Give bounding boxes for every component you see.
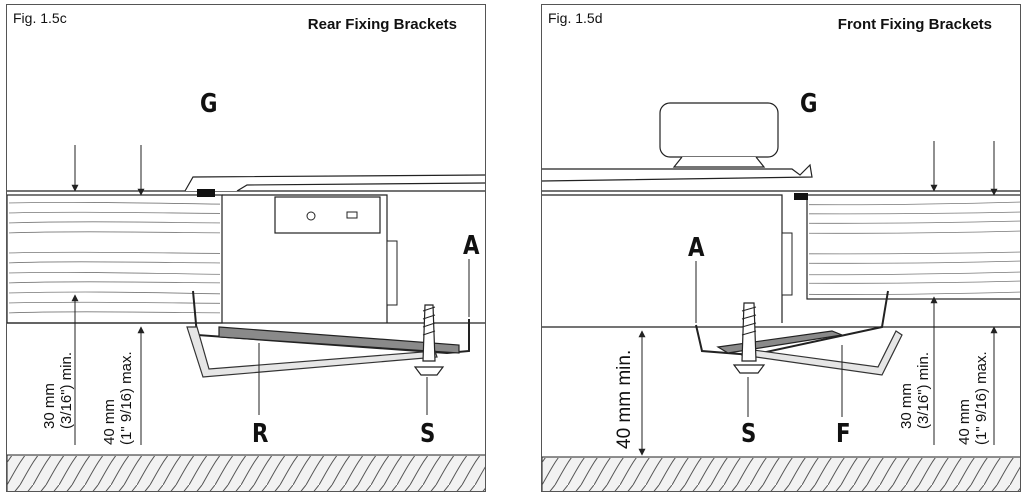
bracket-arm-a: [192, 290, 470, 355]
screw-head: [413, 366, 445, 376]
wood-grain: [9, 197, 220, 321]
side-hinge: [386, 240, 398, 306]
side-hinge: [781, 232, 793, 296]
dim-min-text: 30 mm (3/16") min.: [898, 352, 932, 429]
front-fixing-panel: Fig. 1.5d Front Fixing Brackets G A S F …: [541, 4, 1021, 492]
dim-max-line1: 40 mm: [101, 399, 118, 445]
label-f: F: [836, 419, 851, 449]
panel-title: Front Fixing Brackets: [837, 16, 992, 33]
label-g: G: [200, 89, 218, 119]
screw-thread: [422, 306, 436, 336]
dim-clearance-text: 40 mm min.: [614, 349, 635, 449]
bracket-arm: [695, 290, 889, 357]
label-g: G: [800, 89, 818, 119]
dim-min-line1: 30 mm: [898, 383, 915, 429]
rear-fixing-drawing: [7, 145, 485, 491]
floor-hatch: [542, 458, 1020, 491]
knob-base: [672, 156, 766, 168]
dim-min-text: 30 mm (3/16") min.: [41, 352, 75, 429]
label-s: S: [741, 419, 757, 449]
figure-label: Fig. 1.5c: [13, 10, 67, 26]
label-a: A: [463, 231, 480, 261]
hinge-plate: [274, 196, 381, 234]
dim-max-line2: (1" 9/16) max.: [118, 351, 135, 445]
dim-min-line2: (3/16") min.: [58, 351, 75, 429]
control-knob: [659, 102, 779, 158]
hinge-slot: [346, 211, 358, 219]
label-r: R: [252, 419, 269, 449]
screw-thread: [741, 306, 757, 336]
hinge-screw: [306, 211, 316, 221]
dim-min-line2: (3/16") min.: [915, 351, 932, 429]
panel-title: Rear Fixing Brackets: [307, 16, 457, 33]
screw-head: [732, 364, 766, 374]
rear-fixing-panel: Fig. 1.5c Rear Fixing Brackets G A R S 3…: [6, 4, 486, 492]
seal-g: [794, 193, 808, 200]
front-fixing-drawing: [542, 102, 1020, 491]
bracket-r: [218, 326, 460, 354]
label-s: S: [420, 419, 436, 449]
seal-g: [197, 189, 215, 197]
dim-max-text: 40 mm (1" 9/16) max.: [101, 351, 135, 445]
dim-max-text: 40 mm (1" 9/16) max.: [956, 351, 990, 445]
figure-label: Fig. 1.5d: [548, 10, 603, 26]
dim-min-line1: 30 mm: [41, 383, 58, 429]
floor-hatch: [7, 456, 485, 491]
label-a: A: [688, 233, 705, 263]
dim-max-line1: 40 mm: [956, 399, 973, 445]
appliance-top: [542, 163, 813, 182]
appliance-top: [184, 174, 485, 192]
dim-max-line2: (1" 9/16) max.: [973, 351, 990, 445]
wood-grain: [809, 197, 1020, 297]
